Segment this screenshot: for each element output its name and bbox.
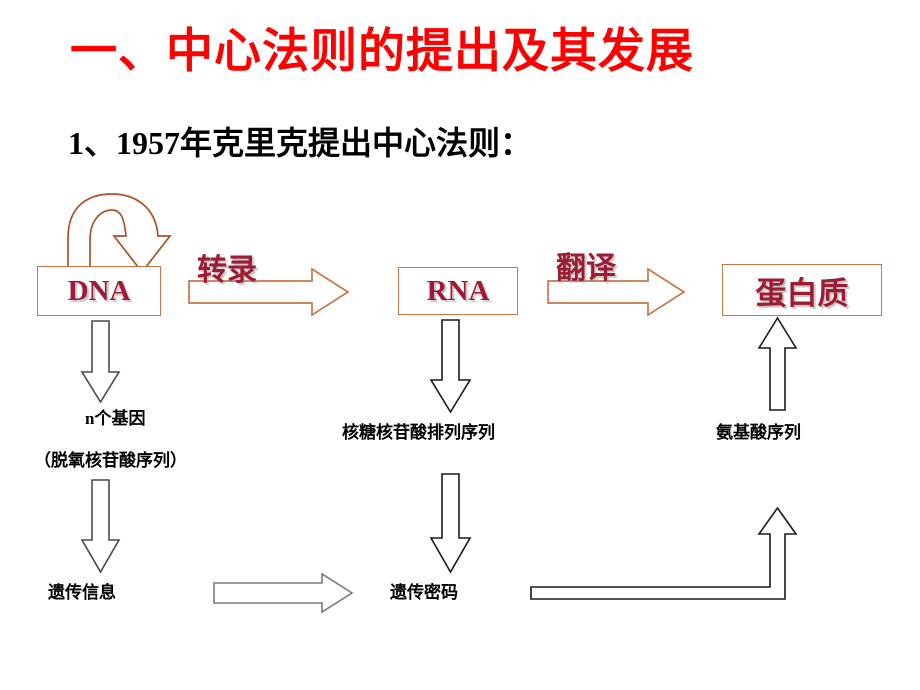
dna-self-replication-arrow (67, 193, 172, 274)
caption-ribonucleotide-sequence: 核糖核苷酸排列序列 (342, 423, 495, 442)
genetic-info-to-code-arrow (213, 572, 354, 614)
rna-down-arrow-1 (429, 319, 472, 414)
code-to-protein-elbow-arrow (530, 506, 798, 600)
dna-down-arrow-2 (80, 479, 121, 574)
page-title: 一、中心法则的提出及其发展 (70, 26, 694, 78)
node-protein: 蛋白质 (722, 264, 882, 316)
caption-genetic-code: 遗传密码 (390, 583, 458, 602)
caption-n-gene: n个基因 (85, 409, 146, 428)
section-subtitle: 1、1957年克里克提出中心法则： (68, 125, 533, 161)
label-transcription: 转录 (197, 254, 257, 287)
protein-up-arrow (757, 316, 798, 411)
caption-deoxy-sequence: （脱氧核苷酸序列） (34, 451, 187, 470)
label-translation: 翻译 (556, 252, 616, 285)
rna-down-arrow-2 (429, 473, 472, 574)
caption-genetic-information: 遗传信息 (48, 583, 116, 602)
node-rna: RNA (398, 267, 518, 315)
dna-down-arrow-1 (80, 320, 121, 404)
node-dna: DNA (37, 266, 161, 316)
caption-amino-acid-sequence: 氨基酸序列 (716, 423, 801, 442)
